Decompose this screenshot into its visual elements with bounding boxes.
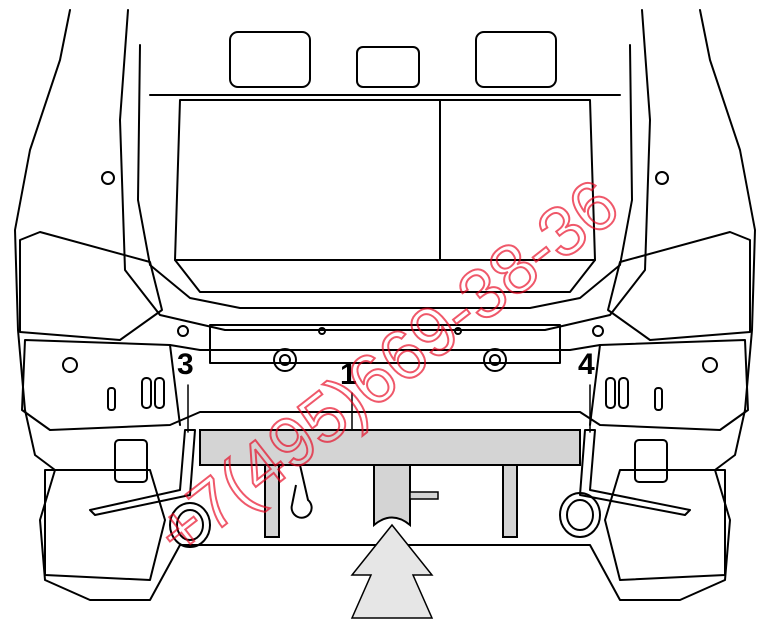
- callout-1: 1: [340, 358, 357, 391]
- right-lamp: [607, 231, 751, 341]
- direction-arrow: [350, 523, 434, 619]
- left-lamp: [19, 231, 163, 341]
- tow-ball-receiver: [373, 464, 411, 528]
- callout-3: 3: [177, 348, 194, 381]
- towbar-mount-legs: [264, 464, 518, 538]
- safety-hook: [290, 464, 313, 519]
- rear-tires: [44, 469, 726, 581]
- rear-bumper: [21, 339, 749, 431]
- right-bracket: [579, 429, 691, 516]
- towbar-crossbeam: [199, 429, 581, 466]
- callout-4: 4: [578, 348, 595, 381]
- bumper-slots: [107, 377, 663, 411]
- rear-seats: [149, 31, 621, 96]
- bumper-fasteners: [62, 171, 718, 373]
- left-bracket: [89, 429, 196, 516]
- tailgate-opening: [119, 9, 651, 331]
